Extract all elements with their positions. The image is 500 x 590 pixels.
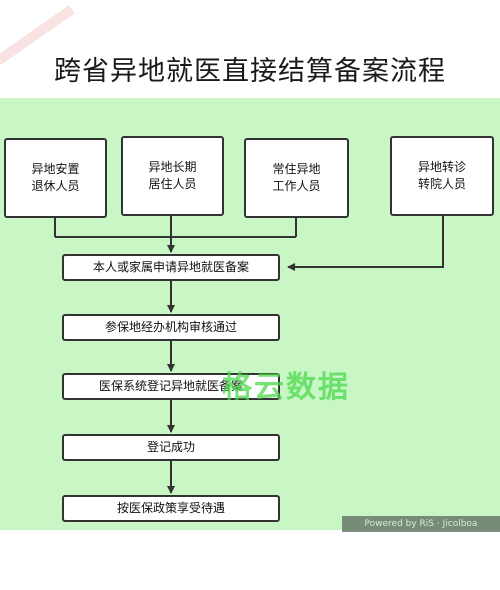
source-label-line2: 居住人员 bbox=[148, 177, 197, 191]
powered-by-footer: Powered by RiS · Jicolboa bbox=[342, 516, 500, 532]
step-box-apply: 本人或家属申请异地就医备案 bbox=[62, 254, 280, 281]
source-label-line1: 异地转诊 bbox=[417, 160, 466, 174]
source-label-line2: 退休人员 bbox=[31, 179, 80, 193]
source-label-line1: 异地安置 bbox=[31, 162, 80, 176]
source-label-line1: 异地长期 bbox=[148, 160, 197, 174]
step-label: 本人或家属申请异地就医备案 bbox=[92, 260, 249, 274]
step-label: 按医保政策享受待遇 bbox=[116, 501, 225, 515]
source-label-line2: 工作人员 bbox=[272, 179, 321, 193]
source-box-retired-relocated: 异地安置 退休人员 bbox=[4, 138, 107, 218]
step-label: 参保地经办机构审核通过 bbox=[104, 320, 237, 334]
step-box-benefits: 按医保政策享受待遇 bbox=[62, 495, 280, 522]
step-box-success: 登记成功 bbox=[62, 434, 280, 461]
watermark: 格云数据 bbox=[222, 370, 350, 405]
source-box-long-term-resident: 异地长期 居住人员 bbox=[121, 136, 224, 216]
page-title: 跨省异地就医直接结算备案流程 bbox=[54, 56, 446, 87]
step-box-register: 医保系统登记异地就医备案 bbox=[62, 373, 280, 400]
step-box-review: 参保地经办机构审核通过 bbox=[62, 314, 280, 341]
source-box-working-elsewhere: 常住异地 工作人员 bbox=[244, 138, 349, 218]
source-label-line2: 转院人员 bbox=[417, 177, 466, 191]
source-label-line1: 常住异地 bbox=[272, 162, 321, 176]
step-label: 登记成功 bbox=[146, 440, 195, 454]
connector-source-4 bbox=[287, 215, 444, 271]
source-box-referral-transfer: 异地转诊 转院人员 bbox=[390, 136, 494, 216]
step-label: 医保系统登记异地就医备案 bbox=[98, 379, 243, 393]
